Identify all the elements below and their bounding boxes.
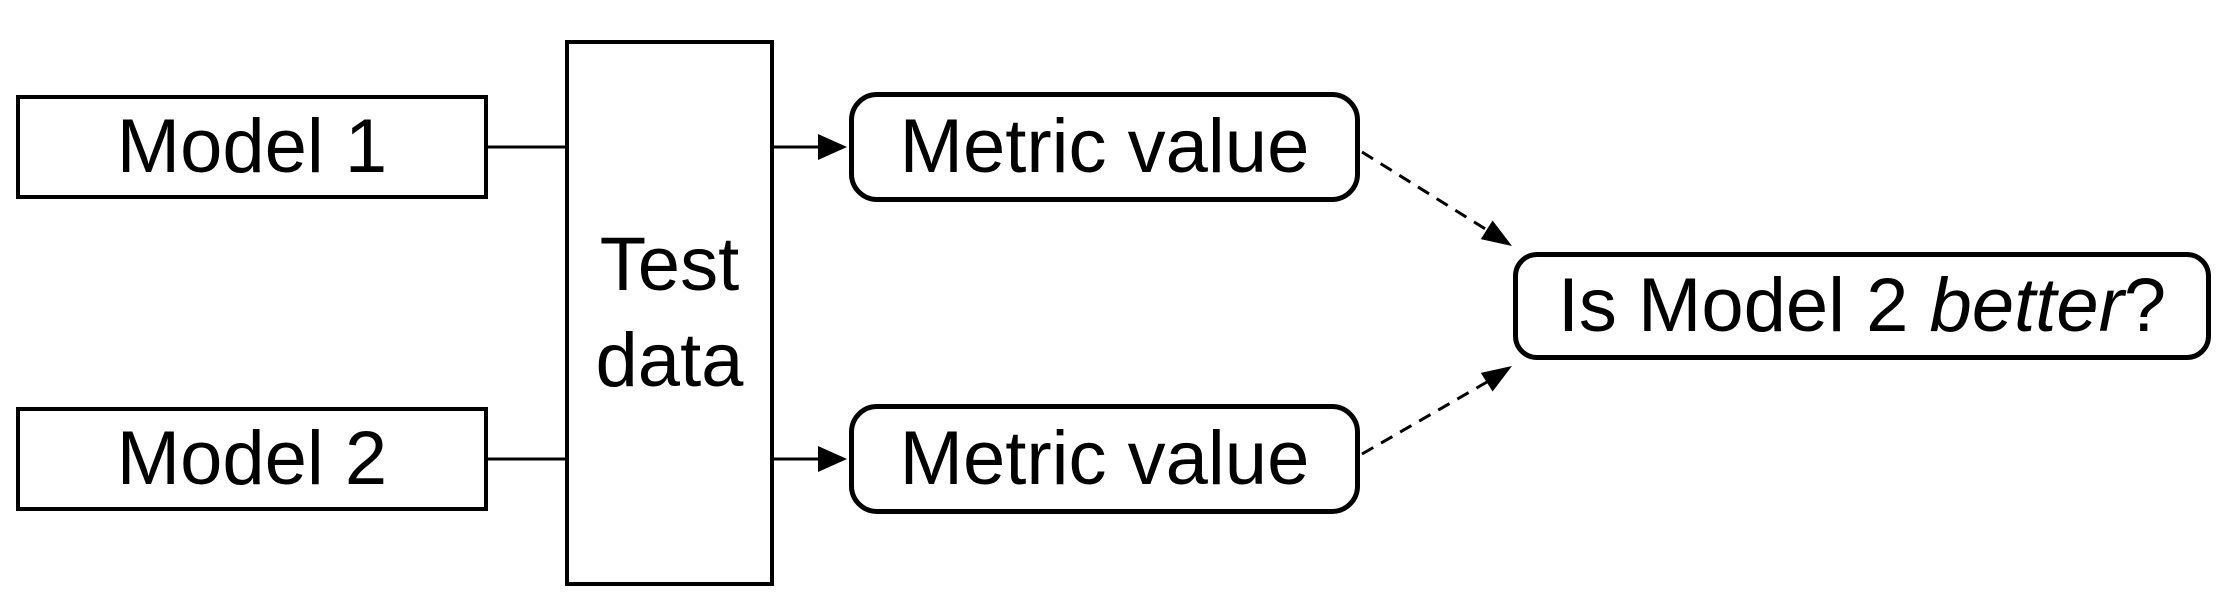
model-1-node: Model 1 bbox=[16, 95, 488, 199]
question-label: Is Model 2 better? bbox=[1558, 258, 2166, 354]
test-data-label-line2: data bbox=[595, 318, 744, 403]
metric-value-bottom-label: Metric value bbox=[899, 416, 1310, 502]
dashed-arrow-metric-top-to-question bbox=[1361, 150, 1488, 232]
question-node: Is Model 2 better? bbox=[1513, 252, 2211, 360]
model-1-label: Model 1 bbox=[116, 104, 388, 190]
test-data-node: Test data bbox=[565, 40, 774, 586]
question-emphasis: better bbox=[1929, 263, 2124, 349]
arrowhead-metric-top bbox=[818, 134, 847, 160]
question-prefix: Is Model 2 bbox=[1557, 263, 1930, 349]
test-data-label-line1: Test bbox=[599, 222, 740, 308]
arrowhead-question-bottom bbox=[1480, 366, 1512, 392]
arrowhead-metric-bottom bbox=[818, 446, 847, 472]
question-suffix: ? bbox=[2123, 263, 2167, 349]
metric-value-top-node: Metric value bbox=[849, 92, 1360, 202]
arrowhead-question-top bbox=[1480, 220, 1512, 246]
dashed-arrow-metric-bottom-to-question bbox=[1361, 380, 1488, 456]
metric-value-top-label: Metric value bbox=[899, 104, 1310, 190]
model-2-node: Model 2 bbox=[16, 407, 488, 511]
model-2-label: Model 2 bbox=[116, 416, 388, 502]
metric-value-bottom-node: Metric value bbox=[849, 404, 1360, 514]
